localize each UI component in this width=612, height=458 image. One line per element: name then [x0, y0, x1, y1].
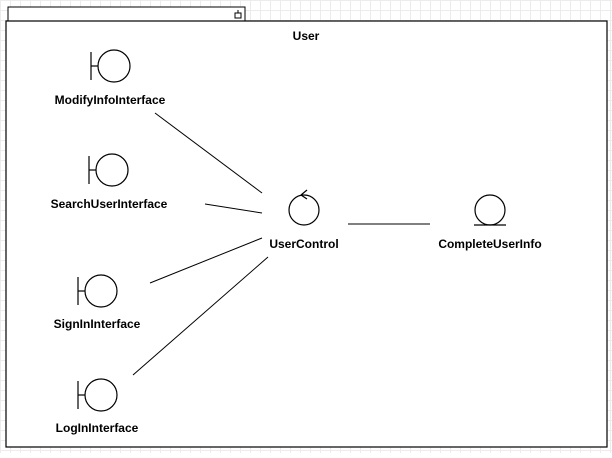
control-label: UserControl [269, 237, 338, 251]
package-title: User [293, 29, 320, 43]
boundary-sign-in-interface[interactable]: SignInInterface [54, 274, 141, 331]
control-user-control[interactable]: UserControl [269, 189, 339, 251]
entity-icon [474, 194, 506, 226]
boundary-modify-info-interface[interactable]: ModifyInfoInterface [55, 49, 166, 107]
boundary-icon [77, 378, 118, 412]
association-modify-control [154, 112, 263, 194]
boundary-label: SignInInterface [54, 317, 141, 331]
boundary-log-in-interface[interactable]: LogInInterface [56, 378, 139, 435]
control-icon [288, 189, 320, 226]
boundary-label: LogInInterface [56, 421, 139, 435]
boundary-label: ModifyInfoInterface [55, 93, 166, 107]
boundary-icon [88, 153, 129, 187]
association-search-control [204, 203, 263, 214]
entity-label: CompleteUserInfo [438, 237, 541, 251]
entity-complete-user-info[interactable]: CompleteUserInfo [438, 194, 542, 251]
package-body [5, 20, 608, 448]
boundary-label: SearchUserInterface [51, 197, 168, 211]
association-login-control [132, 256, 269, 376]
boundary-icon [90, 49, 131, 83]
boundary-search-user-interface[interactable]: SearchUserInterface [51, 153, 168, 211]
package-user[interactable]: User [5, 6, 608, 448]
boundary-icon [77, 274, 118, 308]
package-icon [234, 10, 242, 19]
package-tab [7, 6, 246, 22]
associations [132, 112, 430, 376]
association-signin-control [149, 237, 263, 284]
